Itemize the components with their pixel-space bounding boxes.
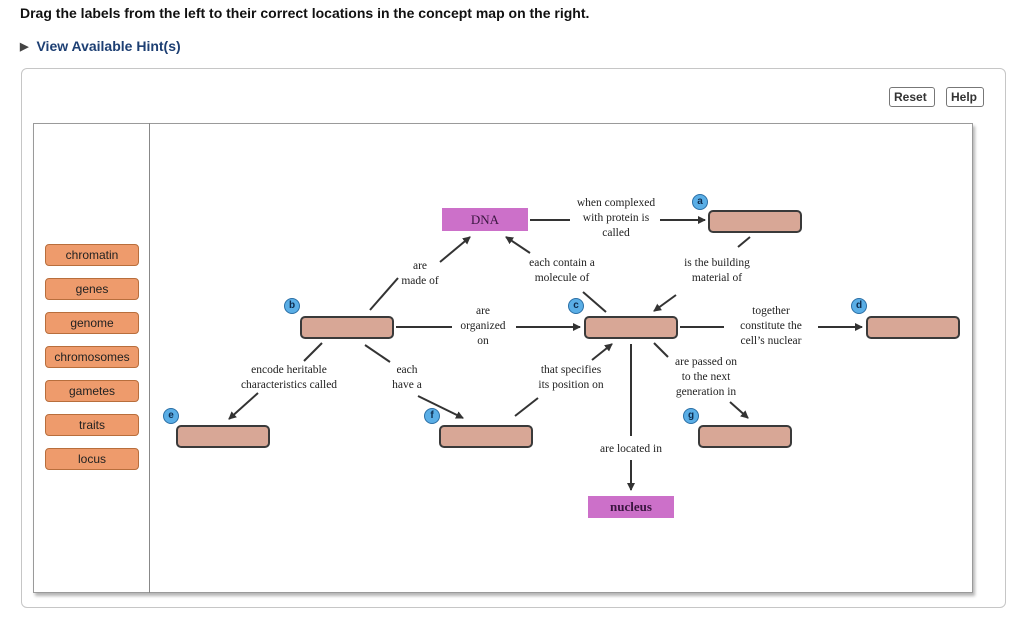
connector-arrow bbox=[439, 236, 471, 263]
label-bank-divider bbox=[149, 123, 150, 593]
drop-target-d[interactable] bbox=[866, 316, 960, 339]
label-genome[interactable]: genome bbox=[45, 312, 139, 334]
concept-nucleus: nucleus bbox=[588, 496, 674, 518]
badge-g: g bbox=[683, 408, 699, 424]
view-hints-link[interactable]: ▶ View Available Hint(s) bbox=[20, 38, 181, 54]
activity-panel bbox=[21, 68, 1006, 608]
caret-right-icon: ▶ bbox=[20, 40, 29, 53]
label-genes[interactable]: genes bbox=[45, 278, 139, 300]
phrase-each-have: each have a bbox=[392, 364, 422, 391]
connector-line bbox=[514, 397, 539, 417]
label-chromosomes[interactable]: chromosomes bbox=[45, 346, 139, 368]
connector-line bbox=[582, 291, 607, 313]
label-chromatin[interactable]: chromatin bbox=[45, 244, 139, 266]
phrase-are-located: are located in bbox=[600, 443, 662, 455]
connector-arrow bbox=[591, 343, 613, 361]
phrase-each-contain: each contain a molecule of bbox=[529, 257, 595, 284]
connector-arrow bbox=[417, 395, 464, 419]
connector-arrow bbox=[653, 294, 677, 312]
drop-target-f[interactable] bbox=[439, 425, 533, 448]
help-button[interactable]: Help bbox=[946, 87, 984, 107]
badge-f: f bbox=[424, 408, 440, 424]
view-hints-label: View Available Hint(s) bbox=[36, 38, 181, 54]
connector-line bbox=[369, 277, 399, 311]
reset-button[interactable]: Reset bbox=[889, 87, 935, 107]
phrase-when-complexed: when complexed with protein is called bbox=[576, 197, 656, 239]
phrase-together-constitute: together constitute the cell’s nuclear bbox=[740, 305, 802, 347]
phrase-building-material: is the building material of bbox=[684, 257, 750, 284]
connector-arrow bbox=[505, 236, 531, 254]
phrase-are-made-of: are made of bbox=[401, 260, 439, 287]
instruction-text: Drag the labels from the left to their c… bbox=[20, 5, 590, 21]
concept-dna: DNA bbox=[442, 208, 528, 231]
label-gametes[interactable]: gametes bbox=[45, 380, 139, 402]
drop-target-e[interactable] bbox=[176, 425, 270, 448]
drop-target-a[interactable] bbox=[708, 210, 802, 233]
connector-line bbox=[653, 342, 669, 358]
drop-target-c[interactable] bbox=[584, 316, 678, 339]
badge-c: c bbox=[568, 298, 584, 314]
label-locus[interactable]: locus bbox=[45, 448, 139, 470]
label-traits[interactable]: traits bbox=[45, 414, 139, 436]
concept-map-workspace bbox=[33, 123, 973, 593]
drop-target-b[interactable] bbox=[300, 316, 394, 339]
badge-b: b bbox=[284, 298, 300, 314]
phrase-are-organized: are organized on bbox=[460, 305, 506, 347]
phrase-encode-heritable: encode heritable characteristics called bbox=[240, 364, 338, 391]
connector-arrow bbox=[729, 401, 749, 419]
badge-a: a bbox=[692, 194, 708, 210]
phrase-that-specifies: that specifies its position on bbox=[538, 364, 604, 391]
connector-line bbox=[737, 236, 751, 248]
connector-line bbox=[303, 342, 323, 362]
drop-target-g[interactable] bbox=[698, 425, 792, 448]
badge-e: e bbox=[163, 408, 179, 424]
badge-d: d bbox=[851, 298, 867, 314]
connector-line bbox=[364, 344, 391, 363]
connector-arrow bbox=[228, 392, 259, 420]
phrase-are-passed: are passed on to the next generation in bbox=[675, 356, 737, 398]
